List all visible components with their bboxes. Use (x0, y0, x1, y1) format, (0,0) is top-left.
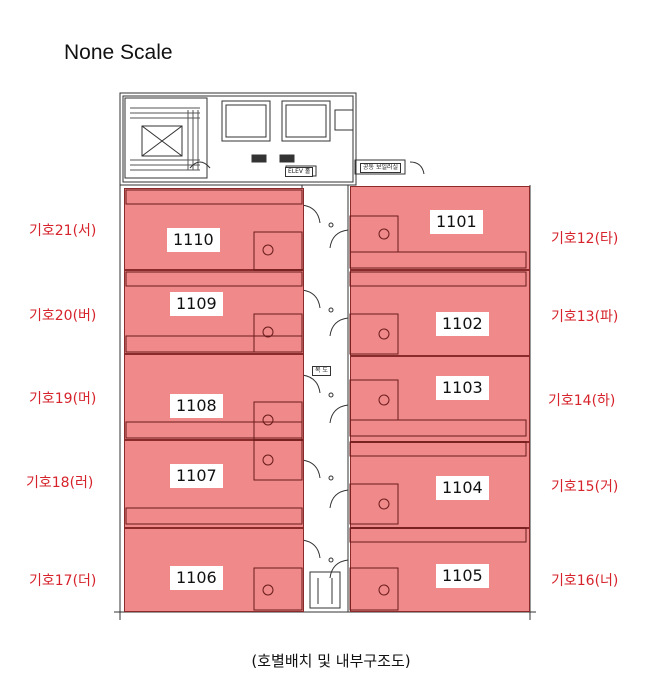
room-number: 1105 (436, 564, 489, 588)
unit-code-label: 기호21(서) (29, 223, 97, 239)
unit-code-label: 기호12(타) (551, 231, 619, 247)
unit-code-label: 기호18(러) (26, 475, 94, 491)
corridor-label: 복 도 (312, 366, 331, 376)
room-number: 1103 (436, 376, 489, 400)
figure-caption: (호별배치 및 내부구조도) (251, 652, 411, 670)
room-number: 1109 (170, 292, 223, 316)
room-number: 1108 (170, 394, 223, 418)
room-number: 1102 (436, 312, 489, 336)
scale-title: None Scale (64, 41, 173, 64)
room-number: 1106 (170, 566, 223, 590)
unit-code-label: 기호19(머) (29, 391, 97, 407)
unit-code-label: 기호15(거) (551, 479, 619, 495)
room-number: 1110 (167, 228, 220, 252)
room-number: 1107 (170, 464, 223, 488)
elevator-hall-label: ELEV 홀 (285, 167, 314, 177)
storage-label: 공동 보일러실 (360, 163, 402, 173)
room-number: 1101 (430, 210, 483, 234)
unit-code-label: 기호20(버) (29, 308, 97, 324)
unit-code-label: 기호16(너) (551, 573, 619, 589)
unit-code-label: 기호17(더) (29, 573, 97, 589)
unit-code-label: 기호14(하) (548, 393, 616, 409)
room-number: 1104 (436, 476, 489, 500)
unit-code-label: 기호13(파) (551, 309, 619, 325)
